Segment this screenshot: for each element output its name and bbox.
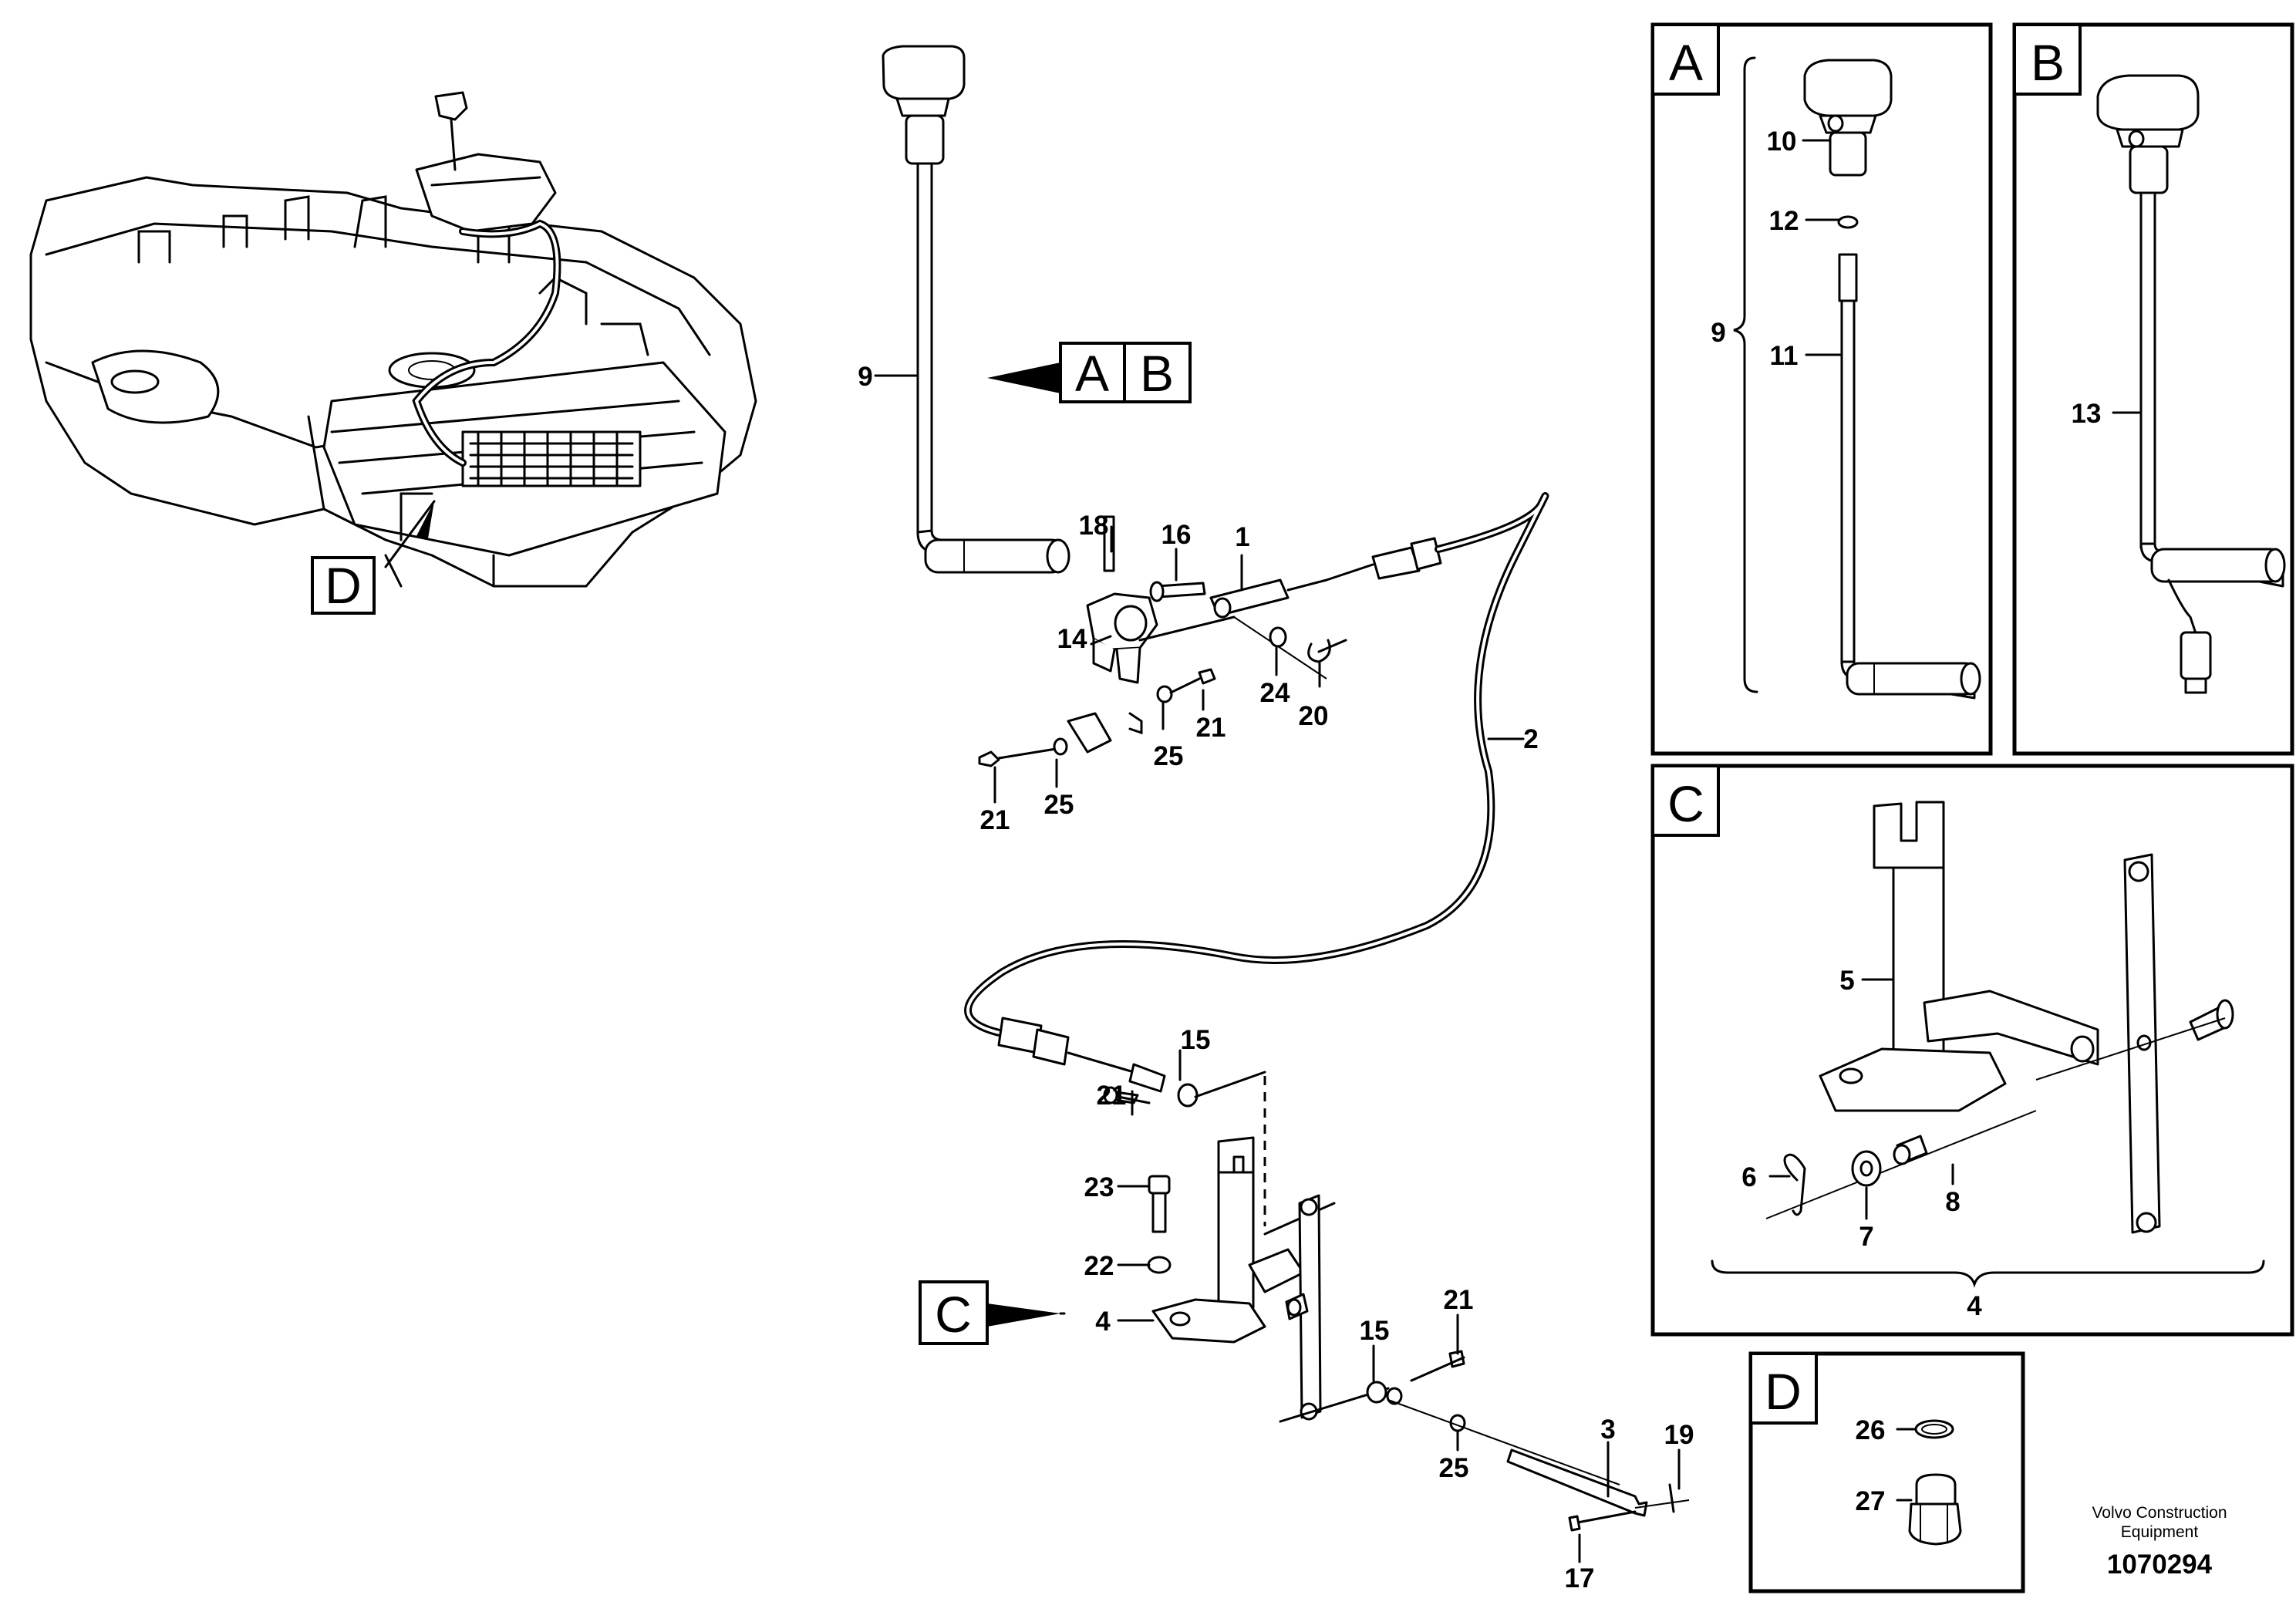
panel-d-letter: D xyxy=(1765,1363,1802,1420)
callout-4: 4 xyxy=(1095,1307,1111,1337)
leader-lines xyxy=(874,374,1681,1563)
panel-b: B 13 xyxy=(2012,22,2294,756)
lever-9 xyxy=(882,45,1070,574)
brand-line-2: Equipment xyxy=(2121,1523,2199,1541)
view-ref-c-letter: C xyxy=(935,1286,972,1343)
cable-2 xyxy=(964,492,1549,1108)
panel-c-callout-4: 4 xyxy=(1967,1291,1982,1321)
view-ref-b-letter: B xyxy=(1140,345,1174,402)
callout-15-bottom: 15 xyxy=(1360,1316,1390,1346)
callout-25-c: 25 xyxy=(1439,1453,1469,1483)
machine-frame-overview xyxy=(29,91,757,588)
panel-d-callout-27: 27 xyxy=(1856,1486,1886,1516)
view-ref-c: C xyxy=(919,1280,1066,1345)
panel-a-callout-12: 12 xyxy=(1769,206,1799,236)
callout-21-d: 21 xyxy=(1444,1285,1474,1315)
callout-19: 19 xyxy=(1664,1420,1694,1450)
panel-d: D 26 27 xyxy=(1748,1351,2025,1593)
panel-c-callout-8: 8 xyxy=(1945,1187,1960,1217)
callout-22: 22 xyxy=(1084,1251,1114,1281)
view-ref-d: D xyxy=(311,500,436,615)
document-number: 1070294 xyxy=(2107,1549,2213,1580)
callout-17: 17 xyxy=(1565,1563,1595,1593)
callout-3: 3 xyxy=(1600,1415,1615,1445)
callout-18: 18 xyxy=(1079,511,1109,541)
panel-d-callout-26: 26 xyxy=(1856,1415,1886,1445)
callout-9: 9 xyxy=(858,362,872,392)
callout-1: 1 xyxy=(1235,522,1249,552)
rod-end-1 xyxy=(1209,578,1328,679)
callout-numbers: 9 1 2 3 4 14 15 15 16 17 18 19 20 21 21 … xyxy=(858,362,1694,1593)
panel-c-letter: C xyxy=(1667,775,1704,832)
panel-a-letter: A xyxy=(1669,34,1703,91)
callout-15-top: 15 xyxy=(1181,1025,1211,1055)
panel-a-callout-9: 9 xyxy=(1711,318,1725,348)
panel-a: A 10 12 9 11 xyxy=(1650,22,1993,756)
callout-14: 14 xyxy=(1057,624,1087,654)
callout-21-a: 21 xyxy=(1196,713,1226,743)
callout-23: 23 xyxy=(1084,1172,1114,1202)
callout-16: 16 xyxy=(1161,520,1192,550)
panel-b-letter: B xyxy=(2031,34,2065,91)
brand-line-1: Volvo Construction xyxy=(2092,1504,2227,1522)
lower-linkage xyxy=(1103,1076,1690,1532)
callout-20: 20 xyxy=(1299,701,1329,731)
panel-c: C 5 6 7 8 4 xyxy=(1650,764,2294,1337)
footer: Volvo Construction Equipment 1070294 xyxy=(2092,1504,2227,1580)
panel-b-callout-13: 13 xyxy=(2072,399,2102,429)
panel-a-callout-10: 10 xyxy=(1767,126,1797,157)
view-ref-d-letter: D xyxy=(325,557,362,614)
washer-24-clip-20 xyxy=(1269,626,1347,663)
callout-25-a: 25 xyxy=(1154,741,1184,771)
callout-24: 24 xyxy=(1260,678,1290,708)
control-valve-block xyxy=(461,430,642,487)
callout-2: 2 xyxy=(1523,724,1538,754)
bracket-14 xyxy=(1086,515,1236,684)
panel-c-callout-7: 7 xyxy=(1859,1222,1873,1252)
pin-16 xyxy=(1149,581,1206,602)
callout-21-c: 21 xyxy=(1097,1081,1127,1111)
view-ref-ab: A B xyxy=(987,342,1192,403)
callout-21-b: 21 xyxy=(980,805,1010,835)
panel-c-callout-6: 6 xyxy=(1741,1162,1756,1192)
panel-a-callout-11: 11 xyxy=(1770,341,1799,371)
bracket-plate-group xyxy=(978,668,1216,767)
panel-c-callout-5: 5 xyxy=(1839,966,1854,996)
view-ref-a-letter: A xyxy=(1075,345,1109,402)
callout-25-b: 25 xyxy=(1044,790,1074,820)
